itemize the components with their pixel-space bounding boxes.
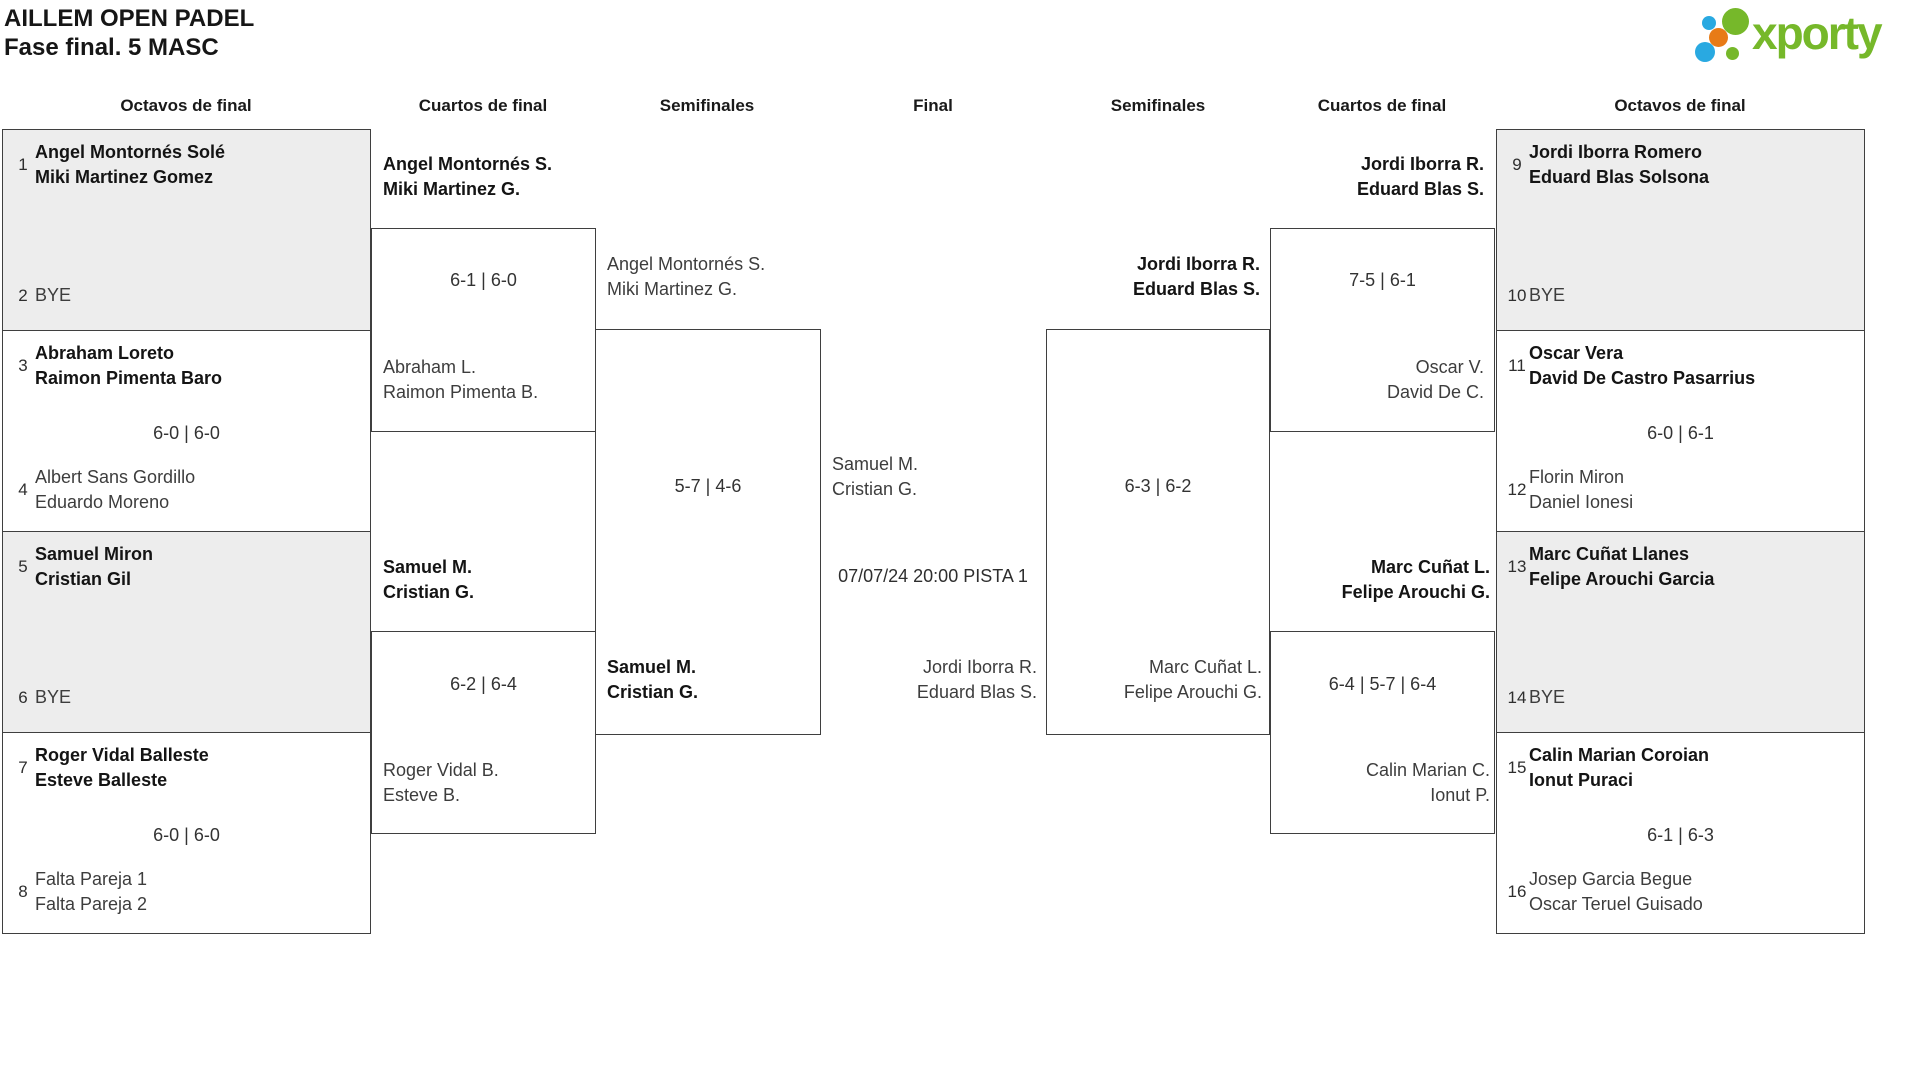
final-top-team: Samuel M.Cristian G. <box>832 454 919 499</box>
qf-left-2-winner: Samuel M.Cristian G. <box>383 557 475 602</box>
team-entry: 2 BYE <box>11 283 362 308</box>
final-bottom-team: Jordi Iborra R.Eduard Blas S. <box>916 657 1037 702</box>
seed-number: 12 <box>1507 480 1527 499</box>
seed-number: 15 <box>1507 758 1527 777</box>
round-header-octavos-right: Octavos de final <box>1614 96 1746 115</box>
tournament-name: AILLEM OPEN PADEL <box>4 5 255 32</box>
sf-right-box <box>1046 329 1270 735</box>
xporty-logo[interactable]: xporty <box>1688 0 1918 70</box>
match-score: 6-1 | 6-3 <box>1647 825 1714 845</box>
qf-left-1-box <box>371 228 596 432</box>
seed-number: 9 <box>1512 155 1522 174</box>
match-score: 6-4 | 5-7 | 6-4 <box>1328 674 1437 694</box>
seed-number: 5 <box>18 557 28 576</box>
qf-left-2-loser: Roger Vidal B.Esteve B. <box>383 760 499 805</box>
qf-left-2-box <box>371 631 596 834</box>
logo-dot-icon <box>1722 8 1749 35</box>
qf-left-1-winner: Angel Montornés S.Miki Martinez G. <box>383 154 553 199</box>
sf-right-top-team: Jordi Iborra R.Eduard Blas S. <box>1132 254 1260 299</box>
team-entry: 10 BYE <box>1505 283 1856 308</box>
phase-name: Fase final. 5 MASC <box>4 34 219 61</box>
seed-number: 10 <box>1507 285 1527 305</box>
match-score: 6-0 | 6-1 <box>1647 423 1714 443</box>
match-score: 7-5 | 6-1 <box>1349 270 1416 290</box>
seed-number: 1 <box>18 155 28 174</box>
round-header-semis-right: Semifinales <box>1110 96 1206 115</box>
match-score: 6-0 | 6-0 <box>153 825 220 845</box>
seed-number: 13 <box>1507 557 1527 576</box>
seed-number: 7 <box>18 758 28 777</box>
team-entry: 14 BYE <box>1505 685 1856 710</box>
qf-right-1-box <box>1270 228 1495 432</box>
final-schedule: 07/07/24 20:00 PISTA 1 <box>838 566 1028 586</box>
seed-number: 14 <box>1507 687 1527 707</box>
qf-right-2-winner: Marc Cuñat L.Felipe Arouchi G. <box>1341 557 1490 602</box>
match-score: 6-2 | 6-4 <box>450 674 517 694</box>
round-header-cuartos-left: Cuartos de final <box>418 96 548 115</box>
sf-right-bottom-team: Marc Cuñat L.Felipe Arouchi G. <box>1123 657 1262 702</box>
seed-number: 3 <box>18 356 28 375</box>
round-header-cuartos-right: Cuartos de final <box>1317 96 1447 115</box>
round-header-octavos-left: Octavos de final <box>120 96 252 115</box>
match-score: 6-0 | 6-0 <box>153 423 220 443</box>
sf-left-bottom-team: Samuel M.Cristian G. <box>607 657 699 702</box>
round-header-final: Final <box>913 96 953 115</box>
seed-number: 2 <box>18 285 28 305</box>
match-score: 5-7 | 4-6 <box>674 476 742 496</box>
round-header-semis-left: Semifinales <box>659 96 755 115</box>
seed-number: 8 <box>18 882 28 901</box>
qf-right-1-winner: Jordi Iborra R.Eduard Blas S. <box>1356 154 1484 199</box>
logo-wordmark: xporty <box>1752 7 1883 59</box>
logo-dot-icon <box>1702 16 1716 30</box>
logo-dot-icon <box>1709 28 1728 47</box>
match-score: 6-3 | 6-2 <box>1124 476 1192 496</box>
qf-right-2-loser: Calin Marian C.Ionut P. <box>1365 760 1490 805</box>
sf-left-top-team: Angel Montornés S.Miki Martinez G. <box>607 254 766 299</box>
logo-dot-icon <box>1695 42 1715 62</box>
seed-number: 16 <box>1507 882 1527 901</box>
qf-right-2-box <box>1270 631 1495 834</box>
qf-left-1-loser: Abraham L.Raimon Pimenta B. <box>383 357 539 402</box>
seed-number: 4 <box>18 480 28 499</box>
seed-number: 6 <box>18 687 28 707</box>
team-entry: 6 BYE <box>11 685 362 710</box>
match-score: 6-1 | 6-0 <box>450 270 517 290</box>
seed-number: 11 <box>1508 356 1526 375</box>
page-title: AILLEM OPEN PADEL Fase final. 5 MASC <box>4 4 254 62</box>
qf-right-1-loser: Oscar V.David De C. <box>1386 357 1484 402</box>
logo-dot-icon <box>1726 47 1739 60</box>
sf-left-box <box>595 329 821 735</box>
